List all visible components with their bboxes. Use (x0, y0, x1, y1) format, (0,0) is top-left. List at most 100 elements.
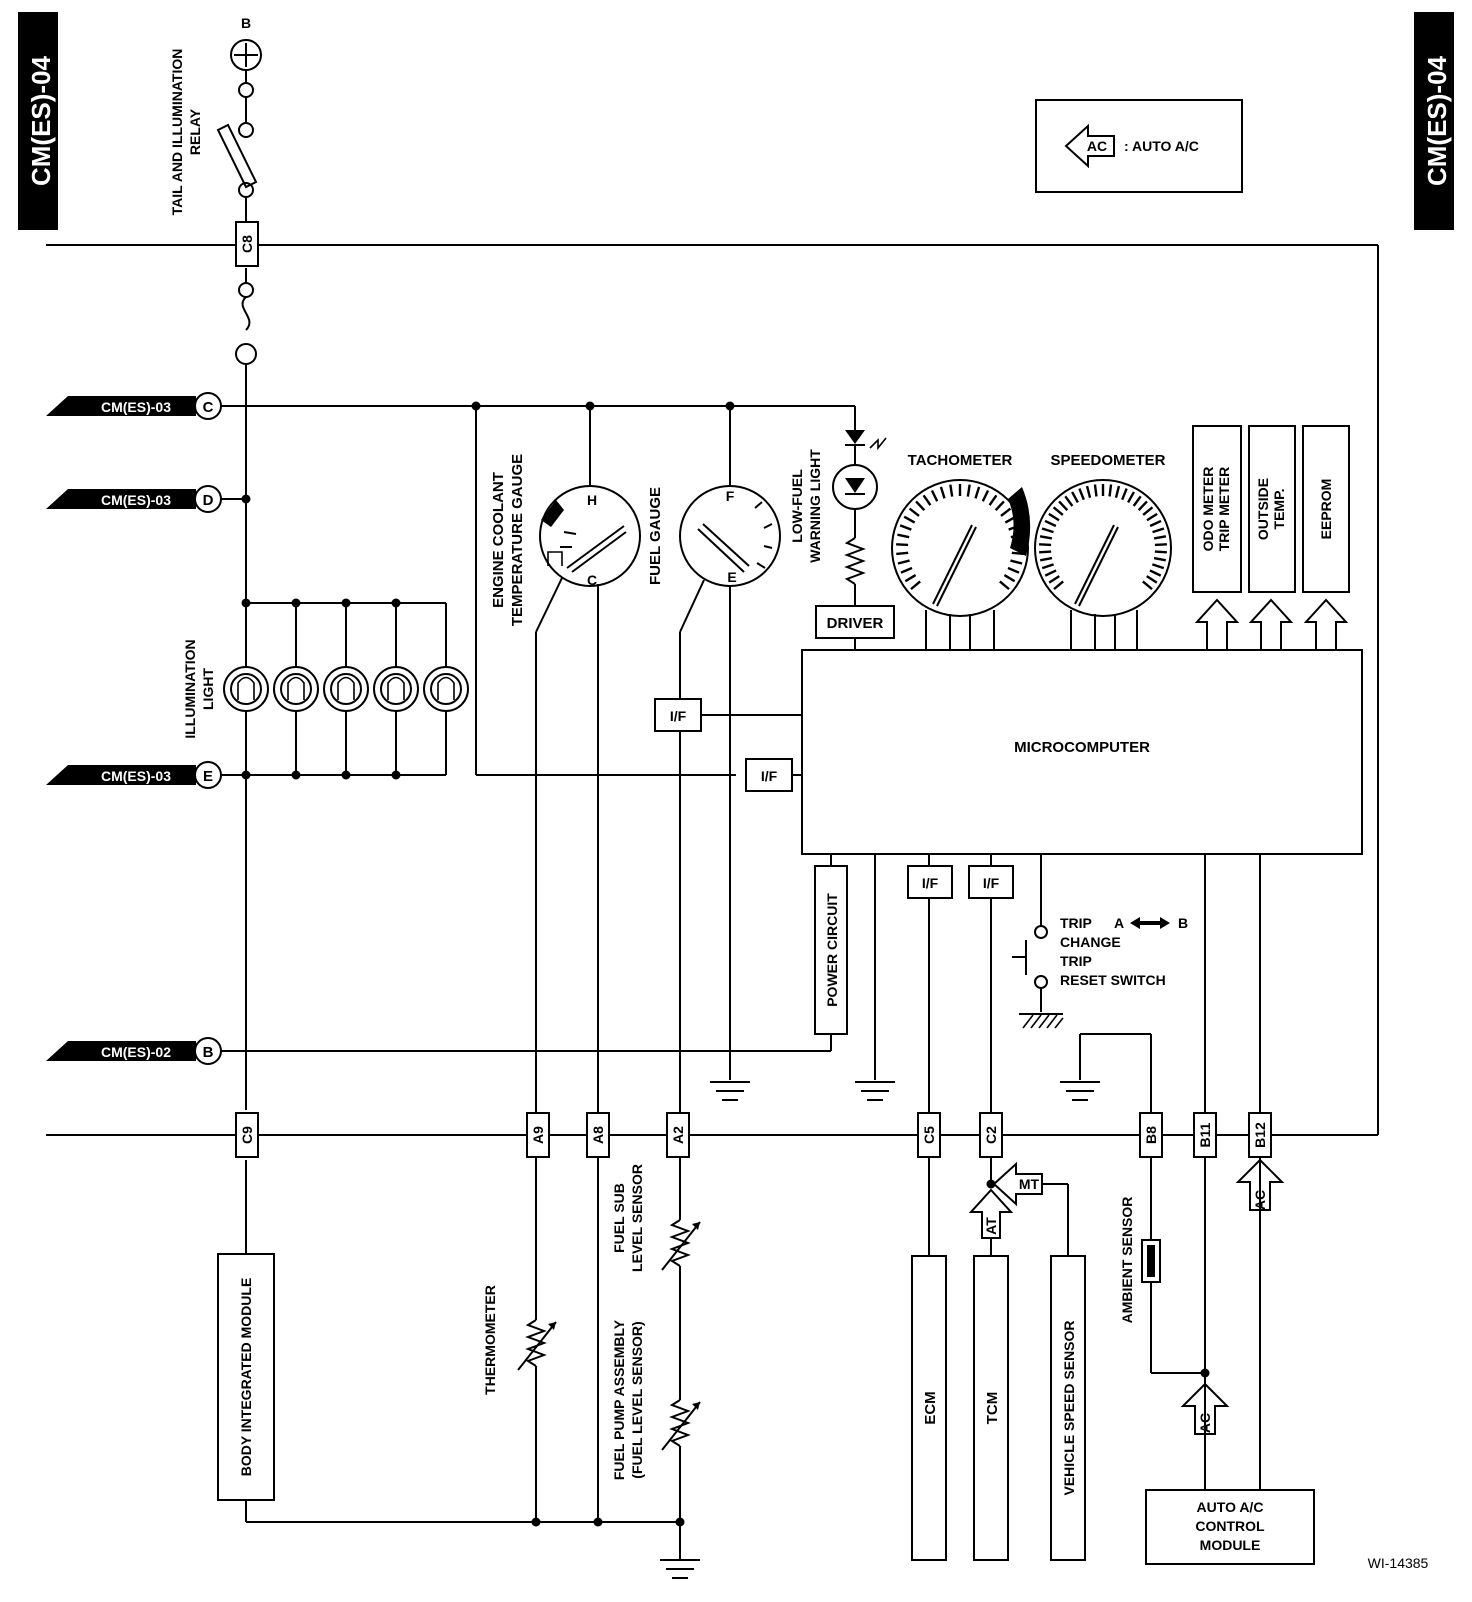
dial-tick (1085, 485, 1092, 498)
connector-b8: B8 (1139, 1112, 1163, 1158)
svg-text:TACHOMETER: TACHOMETER (908, 452, 1013, 469)
ground-icon (855, 854, 895, 1101)
connector-c9: C9 (235, 1112, 259, 1158)
dial-tick (1137, 500, 1148, 512)
dial-tick (999, 580, 1010, 591)
data-arrow-icon (1303, 598, 1349, 650)
connector-b11: B11 (1193, 1112, 1217, 1158)
odo-trip-meter: ODO METER TRIP METER (1192, 425, 1242, 650)
svg-text:C: C (587, 572, 597, 588)
dial-tick (1048, 512, 1060, 522)
dial-tick (1127, 491, 1135, 504)
ac-wires: AC AC (1180, 854, 1285, 1490)
connector-c8: C8 (235, 221, 259, 267)
svg-text:EEPROM: EEPROM (1318, 479, 1334, 540)
dial-tick (897, 559, 910, 565)
dial-tick (1142, 580, 1153, 591)
svg-text:TRIP: TRIP (1060, 953, 1092, 969)
svg-text:POWER CIRCUIT: POWER CIRCUIT (824, 893, 840, 1007)
tachometer: TACHOMETER (891, 452, 1031, 650)
svg-text:I/F: I/F (983, 875, 1000, 891)
svg-text:I/F: I/F (922, 875, 939, 891)
data-arrow-icon (1194, 598, 1240, 650)
svg-text:WARNING LIGHT: WARNING LIGHT (807, 449, 823, 563)
dial-tick (1007, 566, 1020, 574)
svg-text:VEHICLE SPEED SENSOR: VEHICLE SPEED SENSOR (1061, 1320, 1077, 1495)
figure-id: WI-14385 (1368, 1555, 1429, 1571)
dial-tick (1053, 580, 1064, 591)
ambient-sensor: AMBIENT SENSOR (1119, 1157, 1205, 1374)
dial-tick (1052, 506, 1064, 516)
page-tag-right: CM(ES)-04 (1414, 12, 1454, 230)
dial-tick (1146, 575, 1158, 584)
connector-b12: B12 (1248, 1112, 1272, 1158)
svg-text:CM(ES)-04: CM(ES)-04 (26, 55, 56, 186)
dial-tick (1154, 550, 1167, 554)
dial-tick (910, 580, 921, 591)
dial-tick (1142, 506, 1154, 516)
dial-tick (1064, 495, 1074, 507)
connector-a2: A2 (666, 1112, 690, 1158)
data-arrow-icon (1248, 598, 1294, 650)
svg-text:E: E (203, 768, 213, 785)
dial-tick (1114, 485, 1121, 498)
dial-tick (974, 486, 981, 499)
svg-text:E: E (727, 569, 736, 585)
dial-tick (903, 515, 916, 524)
svg-text:LOW-FUEL: LOW-FUEL (789, 469, 805, 543)
dial-tick (915, 500, 926, 512)
dial-tick (1146, 512, 1158, 522)
dial-tick (897, 533, 910, 539)
svg-text:RESET SWITCH: RESET SWITCH (1060, 972, 1166, 988)
interface-tcm: I/F (968, 854, 1014, 1113)
dial-tick (896, 551, 909, 556)
dial-tick (1044, 519, 1057, 528)
dial-tick (1039, 535, 1053, 540)
dial-tick (900, 566, 913, 574)
svg-text:B8: B8 (1143, 1126, 1159, 1144)
dial-tick (1149, 569, 1162, 577)
svg-text:B11: B11 (1197, 1122, 1213, 1147)
chassis-ground-icon (1022, 1014, 1064, 1029)
svg-text:I/F: I/F (761, 768, 778, 784)
page-tag-left: CM(ES)-04 (18, 12, 58, 230)
fuel-level-sensor (660, 1399, 701, 1579)
svg-text:C5: C5 (921, 1126, 937, 1144)
svg-text:FUEL SUB: FUEL SUB (611, 1183, 627, 1253)
svg-text:AMBIENT SENSOR: AMBIENT SENSOR (1119, 1197, 1135, 1324)
svg-text:: AUTO A/C: : AUTO A/C (1124, 138, 1199, 154)
reference-cm-es-03-e: CM(ES)-03 E (46, 761, 246, 789)
svg-text:AC: AC (1252, 1190, 1268, 1210)
lamp-icon (323, 666, 369, 712)
trip-reset-switch[interactable]: TRIP A B CHANGE TRIP RESET SWITCH (1012, 854, 1188, 1029)
svg-text:RELAY: RELAY (187, 108, 203, 155)
svg-text:THERMOMETER: THERMOMETER (482, 1285, 498, 1395)
svg-text:BODY INTEGRATED MODULE: BODY INTEGRATED MODULE (238, 1278, 254, 1477)
dial-tick (988, 494, 998, 506)
dial-tick (1152, 527, 1165, 534)
ground-icon (660, 1559, 700, 1579)
lamp-icon (423, 666, 469, 712)
svg-text:A8: A8 (590, 1126, 606, 1144)
dial-tick (1093, 484, 1098, 497)
svg-text:B: B (241, 15, 251, 31)
tcm: AT TCM (968, 1157, 1014, 1561)
svg-text:AC: AC (1197, 1413, 1213, 1433)
svg-text:TRIP METER: TRIP METER (1216, 467, 1232, 552)
dial-tick (899, 524, 912, 531)
illumination-lights: ILLUMINATION LIGHT (182, 598, 469, 780)
dial-tick (981, 489, 990, 502)
svg-text:LEVEL SENSOR: LEVEL SENSOR (629, 1164, 645, 1272)
svg-text:AT: AT (983, 1217, 999, 1235)
connector-c5: C5 (917, 1112, 941, 1158)
dial-tick (1041, 527, 1054, 534)
svg-text:B: B (1178, 915, 1188, 931)
dial-tick (1044, 569, 1057, 577)
ac-arrow-icon (1180, 1382, 1230, 1435)
tail-illumination-relay: TAIL AND ILLUMINATION RELAY (169, 49, 258, 224)
auto-ac-control-module: AUTO A/C CONTROL MODULE (1145, 1489, 1315, 1565)
ac-arrow-icon (1064, 123, 1115, 169)
svg-text:TAIL AND ILLUMINATION: TAIL AND ILLUMINATION (169, 49, 185, 216)
legend-box: AC : AUTO A/C (1035, 99, 1243, 193)
fuel-gauge: F E FUEL GAUGE (647, 485, 781, 1113)
